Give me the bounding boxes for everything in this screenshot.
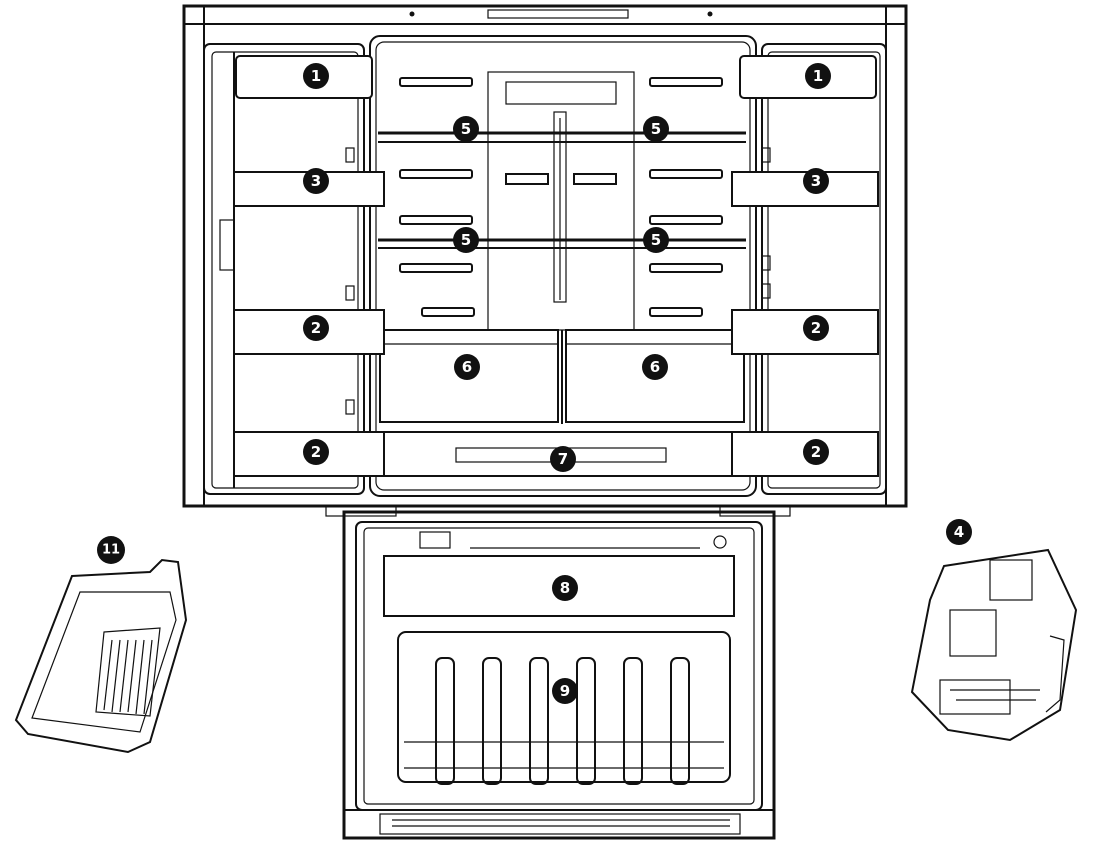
svg-text:4: 4 — [954, 523, 964, 541]
svg-text:2: 2 — [811, 319, 821, 337]
svg-text:9: 9 — [560, 682, 570, 700]
callout-2-middle-right: 2 — [803, 315, 829, 341]
callout-1-left: 1 — [303, 63, 329, 89]
callout-6-left: 6 — [454, 354, 480, 380]
ice-maker-assembly — [910, 548, 1078, 742]
callout-5-top-right: 5 — [643, 116, 669, 142]
callout-2-bottom-right: 2 — [803, 439, 829, 465]
svg-text:2: 2 — [811, 443, 821, 461]
door-bins — [233, 55, 879, 477]
svg-text:8: 8 — [560, 579, 570, 597]
callout-4: 4 — [946, 519, 972, 545]
callout-5-bottom-right: 5 — [643, 227, 669, 253]
callout-3-left: 3 — [303, 168, 329, 194]
svg-text:3: 3 — [811, 172, 821, 190]
freezer-compartment — [325, 505, 791, 840]
svg-text:6: 6 — [462, 358, 472, 376]
svg-text:3: 3 — [311, 172, 321, 190]
right-fridge-door — [761, 43, 887, 495]
fresh-food-interior — [369, 35, 757, 497]
svg-text:1: 1 — [311, 67, 321, 85]
callout-7: 7 — [550, 446, 576, 472]
svg-text:7: 7 — [558, 450, 568, 468]
callout-2-middle-left: 2 — [303, 315, 329, 341]
svg-text:1: 1 — [813, 67, 823, 85]
svg-text:2: 2 — [311, 443, 321, 461]
svg-text:11: 11 — [102, 543, 120, 558]
svg-text:5: 5 — [651, 120, 661, 138]
left-fridge-door — [203, 43, 365, 495]
svg-text:2: 2 — [311, 319, 321, 337]
ice-bucket — [14, 558, 188, 754]
callout-5-top-left: 5 — [453, 116, 479, 142]
callout-8: 8 — [552, 575, 578, 601]
callout-6-right: 6 — [642, 354, 668, 380]
callout-11: 11 — [97, 536, 125, 564]
callout-2-bottom-left: 2 — [303, 439, 329, 465]
lower-freezer-basket — [397, 631, 731, 785]
svg-text:5: 5 — [651, 231, 661, 249]
callout-9: 9 — [552, 678, 578, 704]
callout-1-right: 1 — [805, 63, 831, 89]
callout-5-bottom-left: 5 — [453, 227, 479, 253]
svg-text:5: 5 — [461, 120, 471, 138]
callout-3-right: 3 — [803, 168, 829, 194]
svg-text:6: 6 — [650, 358, 660, 376]
svg-text:5: 5 — [461, 231, 471, 249]
